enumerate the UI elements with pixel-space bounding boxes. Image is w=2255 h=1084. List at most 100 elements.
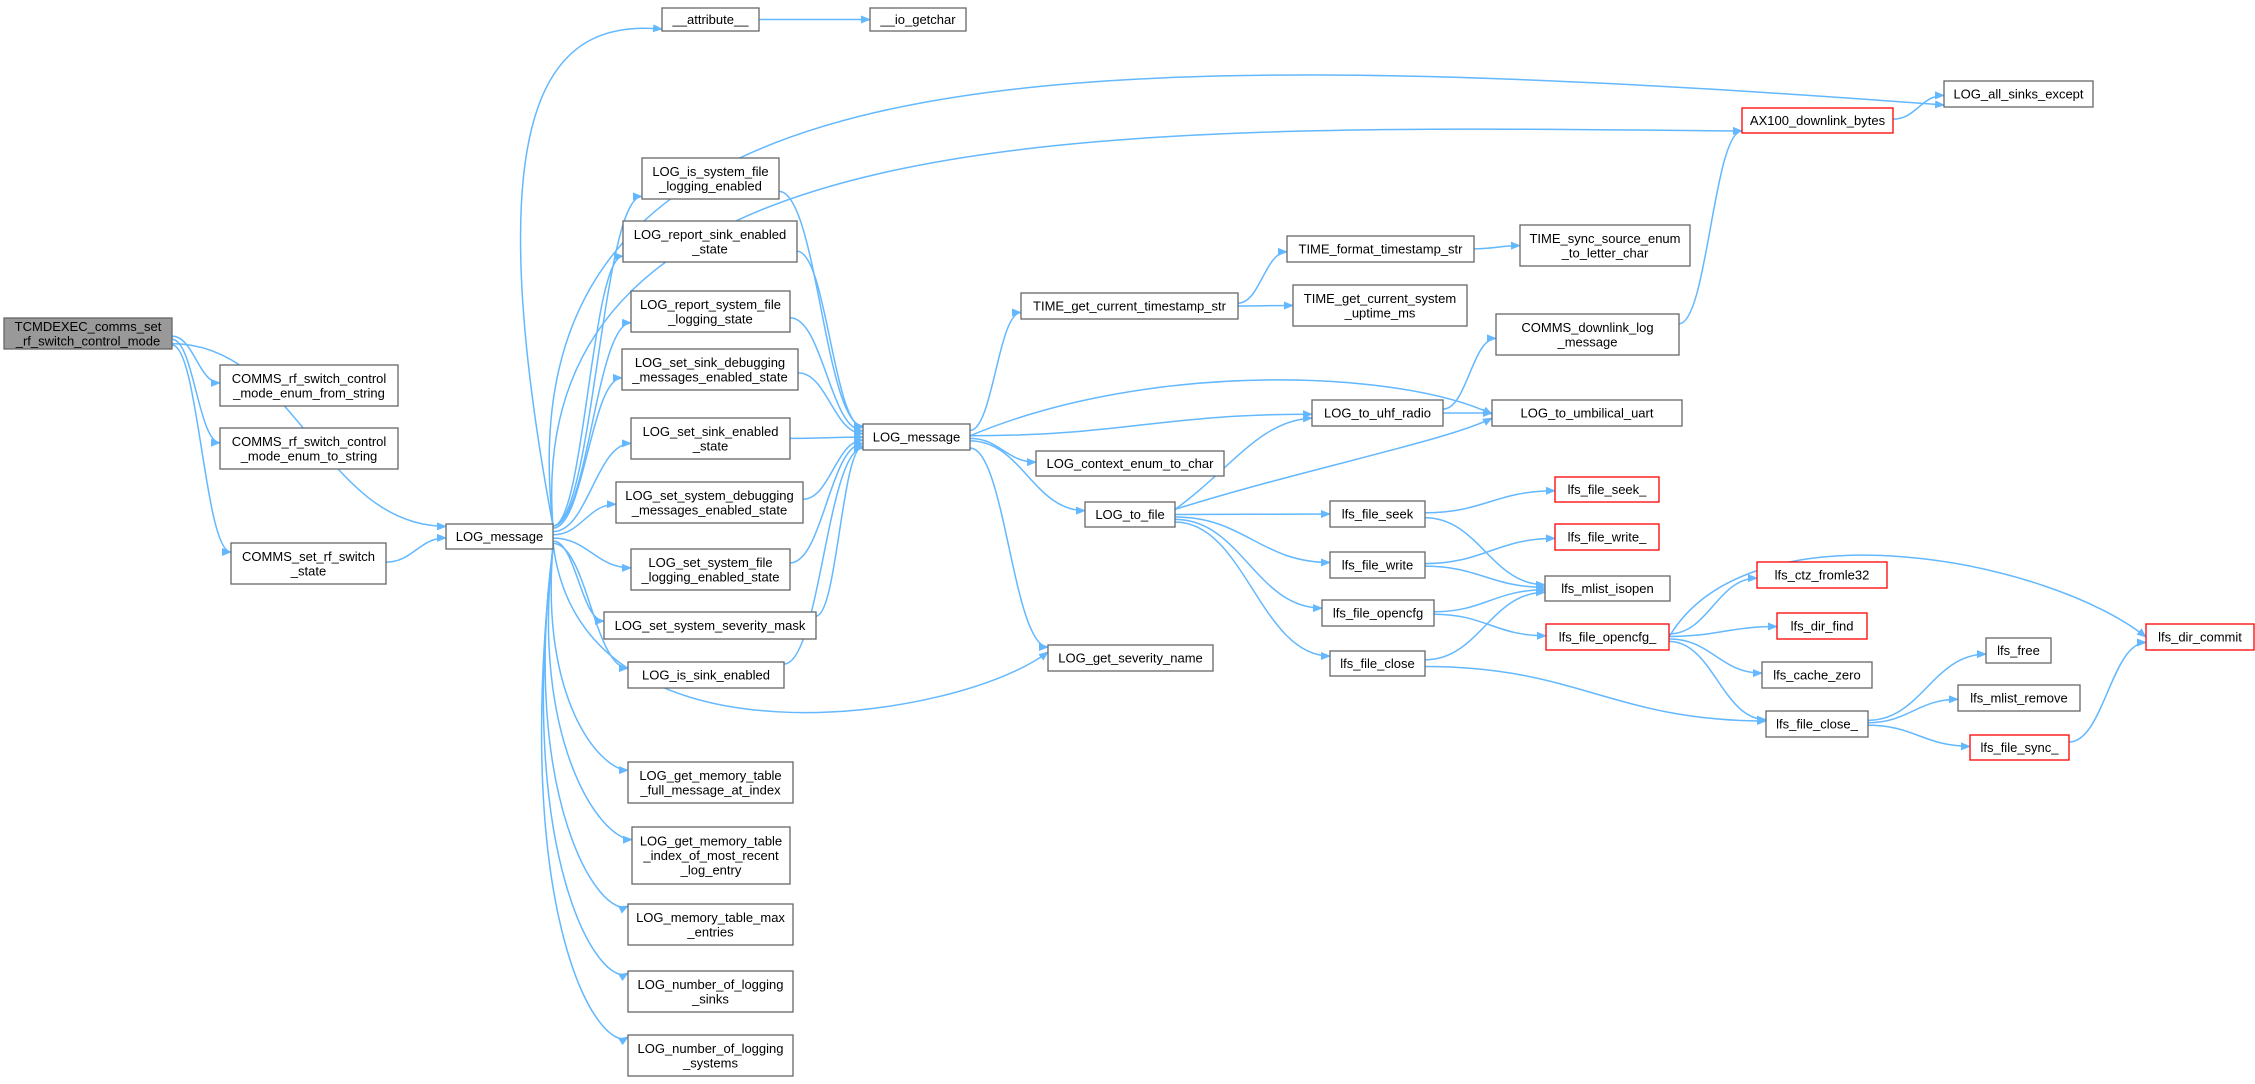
edge-root-to-set_state xyxy=(171,344,232,556)
node-label: _mode_enum_from_string xyxy=(232,385,385,400)
node-set-sys-file[interactable]: LOG_set_system_file_logging_enabled_stat… xyxy=(630,548,791,591)
node-uptime[interactable]: TIME_get_current_system_uptime_ms xyxy=(1292,284,1468,327)
node-sev-name[interactable]: LOG_get_severity_name xyxy=(1047,644,1214,672)
node-label: _to_letter_char xyxy=(1561,245,1649,260)
node-set-sink-en[interactable]: LOG_set_sink_enabled_state xyxy=(630,417,791,460)
node-root[interactable]: TCMDEXEC_comms_set_rf_switch_control_mod… xyxy=(3,317,173,350)
node-label: LOG_message xyxy=(456,529,543,544)
node-box xyxy=(1554,523,1660,551)
node-label: AX100_downlink_bytes xyxy=(1750,113,1886,128)
node-box xyxy=(219,427,399,470)
node-box xyxy=(3,317,173,350)
node-set-sev-mask[interactable]: LOG_set_system_severity_mask xyxy=(603,611,817,640)
node-fmt-ts[interactable]: TIME_format_timestamp_str xyxy=(1286,235,1475,263)
node-logmsg2[interactable]: LOG_message xyxy=(862,423,971,451)
edge-comms_dl_log-to-ax100 xyxy=(1678,127,1743,325)
edge-to_file-to-file_close xyxy=(1174,521,1331,661)
node-uhf[interactable]: LOG_to_uhf_radio xyxy=(1311,399,1444,427)
node-label: _uptime_ms xyxy=(1344,305,1416,320)
edge-file_write-to-file_write_ xyxy=(1424,534,1556,565)
node-set-sys-dbg[interactable]: LOG_set_system_debugging_messages_enable… xyxy=(615,481,804,524)
node-label: lfs_file_close_ xyxy=(1776,717,1858,732)
edge-logmsg1-to-set_sys_file xyxy=(552,537,632,572)
edge-logmsg2-to-ctx_enum xyxy=(969,437,1037,467)
node-file-write-[interactable]: lfs_file_write_ xyxy=(1554,523,1660,551)
node-mem-max[interactable]: LOG_memory_table_max_entries xyxy=(627,903,794,946)
edge-is_sink_en-to-logmsg2 xyxy=(783,444,864,665)
node-box xyxy=(621,348,799,391)
node-file-opencfg[interactable]: lfs_file_opencfg xyxy=(1321,599,1435,627)
edge-file_seek-to-file_seek_ xyxy=(1424,486,1556,514)
node-ctx-enum[interactable]: LOG_context_enum_to_char xyxy=(1035,450,1225,477)
edge-to_file-to-file_opencfg xyxy=(1174,518,1323,613)
node-set-sink-dbg[interactable]: LOG_set_sink_debugging_messages_enabled_… xyxy=(621,348,799,391)
edge-file_opencfg_-to-file_close_ xyxy=(1668,640,1767,724)
edge-file_close_-to-mlist_remove xyxy=(1867,695,1959,724)
node-dir-find[interactable]: lfs_dir_find xyxy=(1776,612,1868,640)
node-box xyxy=(1544,575,1671,602)
node-file-seek-[interactable]: lfs_file_seek_ xyxy=(1554,476,1660,503)
node-file-close[interactable]: lfs_file_close xyxy=(1329,650,1426,677)
node-box xyxy=(1519,224,1691,267)
edge-layer xyxy=(171,15,2147,1046)
node-file-opencfg-[interactable]: lfs_file_opencfg_ xyxy=(1545,623,1670,651)
node-label: LOG_set_system_file xyxy=(648,555,772,570)
node-rep-sys-file[interactable]: LOG_report_system_file_logging_state xyxy=(630,290,791,333)
node-num-sinks[interactable]: LOG_number_of_logging_sinks xyxy=(627,970,794,1013)
node-ctz[interactable]: lfs_ctz_fromle32 xyxy=(1756,561,1888,589)
node-label: lfs_file_opencfg xyxy=(1333,606,1423,621)
node-set-state[interactable]: COMMS_set_rf_switch_state xyxy=(230,542,387,585)
node-all-sinks-except[interactable]: LOG_all_sinks_except xyxy=(1943,80,2094,108)
node-file-close-[interactable]: lfs_file_close_ xyxy=(1765,710,1869,738)
edge-root-to-to_string xyxy=(171,338,221,447)
node-is-sys-file[interactable]: LOG_is_system_file_logging_enabled xyxy=(641,157,780,200)
edge-logmsg2-to-get_ts_str xyxy=(969,308,1022,432)
node-file-seek[interactable]: lfs_file_seek xyxy=(1329,500,1426,528)
node-to-file[interactable]: LOG_to_file xyxy=(1084,501,1176,528)
node-box xyxy=(1741,107,1894,134)
node-mlist-isopen[interactable]: lfs_mlist_isopen xyxy=(1544,575,1671,602)
node-num-systems[interactable]: LOG_number_of_logging_systems xyxy=(627,1034,794,1077)
node-label: _logging_enabled_state xyxy=(640,569,779,584)
node-box xyxy=(1985,637,2052,664)
node-mem-idx[interactable]: LOG_get_memory_table_index_of_most_recen… xyxy=(631,826,791,885)
node-box xyxy=(1545,623,1670,651)
node-box xyxy=(1321,599,1435,627)
node-box xyxy=(627,970,794,1013)
edge-rep_sys_file-to-logmsg2 xyxy=(789,317,864,435)
edge-logmsg1-to-mem_idx xyxy=(547,546,633,844)
node-rep-sink[interactable]: LOG_report_sink_enabled_state xyxy=(622,220,798,263)
node-to-string[interactable]: COMMS_rf_switch_control_mode_enum_to_str… xyxy=(219,427,399,470)
node-from-string[interactable]: COMMS_rf_switch_control_mode_enum_from_s… xyxy=(219,364,399,407)
node-label: _sinks xyxy=(691,991,729,1006)
node-lfs-free[interactable]: lfs_free xyxy=(1985,637,2052,664)
node-dir-commit[interactable]: lfs_dir_commit xyxy=(2145,623,2255,651)
node-box xyxy=(1943,80,2094,108)
node-umb[interactable]: LOG_to_umbilical_uart xyxy=(1491,399,1683,427)
node-file-write[interactable]: lfs_file_write xyxy=(1329,551,1426,579)
node-comms-dl-log[interactable]: COMMS_downlink_log_message xyxy=(1495,313,1680,356)
edge-file_close-to-mlist_isopen xyxy=(1424,588,1546,661)
node-label: _mode_enum_to_string xyxy=(240,448,378,463)
edge-set_sink_dbg-to-logmsg2 xyxy=(797,372,864,438)
node-file-sync-[interactable]: lfs_file_sync_ xyxy=(1969,734,2070,761)
node-ax100[interactable]: AX100_downlink_bytes xyxy=(1741,107,1894,134)
node-sync-src[interactable]: TIME_sync_source_enum_to_letter_char xyxy=(1519,224,1691,267)
node-label: LOG_report_system_file xyxy=(640,297,781,312)
node-box xyxy=(615,481,804,524)
node-label: lfs_mlist_isopen xyxy=(1561,581,1654,596)
node-mlist-remove[interactable]: lfs_mlist_remove xyxy=(1957,684,2081,712)
node-attribute[interactable]: __attribute__ xyxy=(661,7,760,32)
node-box xyxy=(661,7,760,32)
node-label: TIME_sync_source_enum xyxy=(1529,231,1680,246)
node-get-ts-str[interactable]: TIME_get_current_timestamp_str xyxy=(1020,292,1239,320)
node-box xyxy=(1756,561,1888,589)
node-label: lfs_dir_find xyxy=(1791,619,1854,634)
node-logmsg1[interactable]: LOG_message xyxy=(445,523,554,550)
node-cache-zero[interactable]: lfs_cache_zero xyxy=(1761,661,1873,689)
node-box xyxy=(1957,684,2081,712)
edge-logmsg1-to-is_sink_en xyxy=(552,542,629,673)
node-mem-full[interactable]: LOG_get_memory_table_full_message_at_ind… xyxy=(627,761,794,804)
node-io-getchar[interactable]: __io_getchar xyxy=(869,7,967,32)
node-is-sink-en[interactable]: LOG_is_sink_enabled xyxy=(627,661,785,689)
